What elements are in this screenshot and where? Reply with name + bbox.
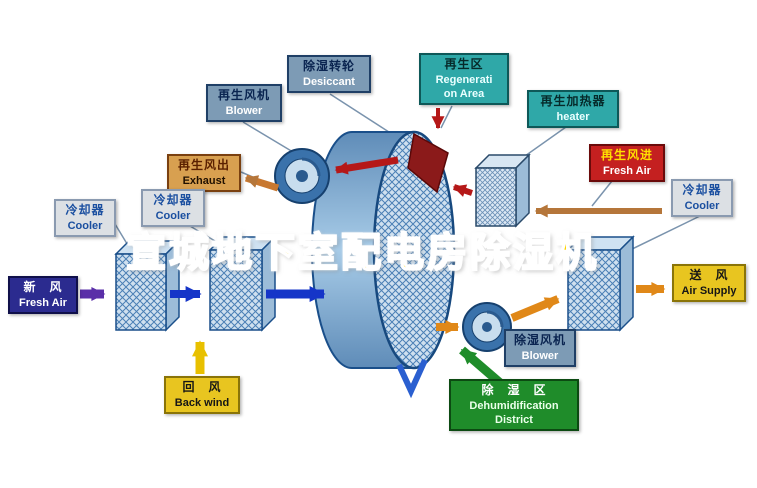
label-regen-fresh-air: 再生风进 Fresh Air <box>589 144 665 182</box>
label-air-supply-en: Air Supply <box>681 284 737 297</box>
regen-fan <box>274 148 330 204</box>
ahu-unit-right <box>566 235 635 332</box>
label-cooler-left-inner-en: Cooler <box>155 209 191 222</box>
heater-unit <box>474 153 531 228</box>
label-cooler-right-en: Cooler <box>684 199 720 212</box>
label-air-supply-cn: 送 风 <box>689 268 729 282</box>
label-dehumid-district-cn: 除 湿 区 <box>481 383 547 397</box>
label-cooler-left-outer: 冷却器 Cooler <box>54 199 116 237</box>
label-regeneration-area-en2: on Area <box>443 87 485 100</box>
arrow-fan-to-unit-right <box>510 295 560 322</box>
leader-regen-fresh-air <box>591 180 613 207</box>
label-air-supply: 送 风 Air Supply <box>672 264 746 302</box>
label-exhaust-cn: 再生风出 <box>177 158 230 172</box>
label-cooler-left-inner-cn: 冷却器 <box>153 193 193 207</box>
label-back-wind: 回 风 Back wind <box>164 376 240 414</box>
rotary-wheel <box>311 130 456 370</box>
label-fresh-air-in: 新 风 Fresh Air <box>8 276 78 314</box>
label-regen-blower-cn: 再生风机 <box>217 88 270 102</box>
label-cooler-right-cn: 冷却器 <box>682 183 722 197</box>
wheel-face <box>372 130 456 370</box>
ahu-unit-left-outer <box>114 239 181 332</box>
arrow-heater-to-wheel <box>452 184 473 197</box>
label-cooler-left-outer-en: Cooler <box>67 219 103 232</box>
label-cooler-left-inner: 冷却器 Cooler <box>141 189 205 227</box>
label-cooler-right: 冷却器 Cooler <box>671 179 733 217</box>
rotation-ribbon <box>396 358 428 399</box>
ahu-unit-left-inner <box>208 235 277 332</box>
label-back-wind-en: Back wind <box>174 396 230 409</box>
label-dehumid-blower-cn: 除湿风机 <box>513 333 566 347</box>
leader-desiccant <box>329 93 393 135</box>
label-fresh-air-in-en: Fresh Air <box>19 296 67 309</box>
leader-regen-area <box>440 105 453 129</box>
label-regen-fresh-air-cn: 再生风进 <box>600 148 653 162</box>
label-fresh-air-in-cn: 新 风 <box>23 280 63 294</box>
label-regeneration-area-en1: Regenerati <box>435 73 493 86</box>
dehumid-fan <box>462 302 512 352</box>
label-dehumid-district-en2: District <box>495 413 533 426</box>
label-exhaust: 再生风出 Exhaust <box>167 154 241 192</box>
label-dehumid-blower-en: Blower <box>521 349 559 362</box>
label-back-wind-cn: 回 风 <box>182 380 222 394</box>
label-dehumid-blower: 除湿风机 Blower <box>504 329 576 367</box>
label-exhaust-en: Exhaust <box>182 174 226 187</box>
label-dehumid-district: 除 湿 区 Dehumidification District <box>449 379 579 432</box>
regeneration-sector <box>407 132 449 194</box>
watermark-title: 宣城地下室配电房除湿机 <box>125 230 599 276</box>
label-dehumid-district-en1: Dehumidification <box>469 399 559 412</box>
label-cooler-left-outer-cn: 冷却器 <box>65 203 105 217</box>
arrow-wheel-to-regen-fan <box>334 156 399 175</box>
label-regen-heater: 再生加热器 heater <box>527 90 619 128</box>
label-regen-heater-cn: 再生加热器 <box>540 94 606 108</box>
label-regeneration-area-cn: 再生区 <box>444 57 484 71</box>
label-regen-blower-en: Blower <box>225 104 263 117</box>
leader-regen-blower <box>242 121 294 153</box>
label-desiccant-en: Desiccant <box>303 75 355 88</box>
label-desiccant: 除湿转轮 Desiccant <box>287 55 371 93</box>
flow-arrows <box>80 108 666 392</box>
label-regen-fresh-air-en: Fresh Air <box>603 164 651 177</box>
label-desiccant-cn: 除湿转轮 <box>302 59 355 73</box>
label-regen-blower: 再生风机 Blower <box>206 84 282 122</box>
arrow-fan-to-exhaust <box>244 174 280 192</box>
label-regen-heater-en: heater <box>556 110 590 123</box>
leader-cooler-right <box>625 215 701 253</box>
label-regeneration-area: 再生区 Regenerati on Area <box>419 53 509 106</box>
